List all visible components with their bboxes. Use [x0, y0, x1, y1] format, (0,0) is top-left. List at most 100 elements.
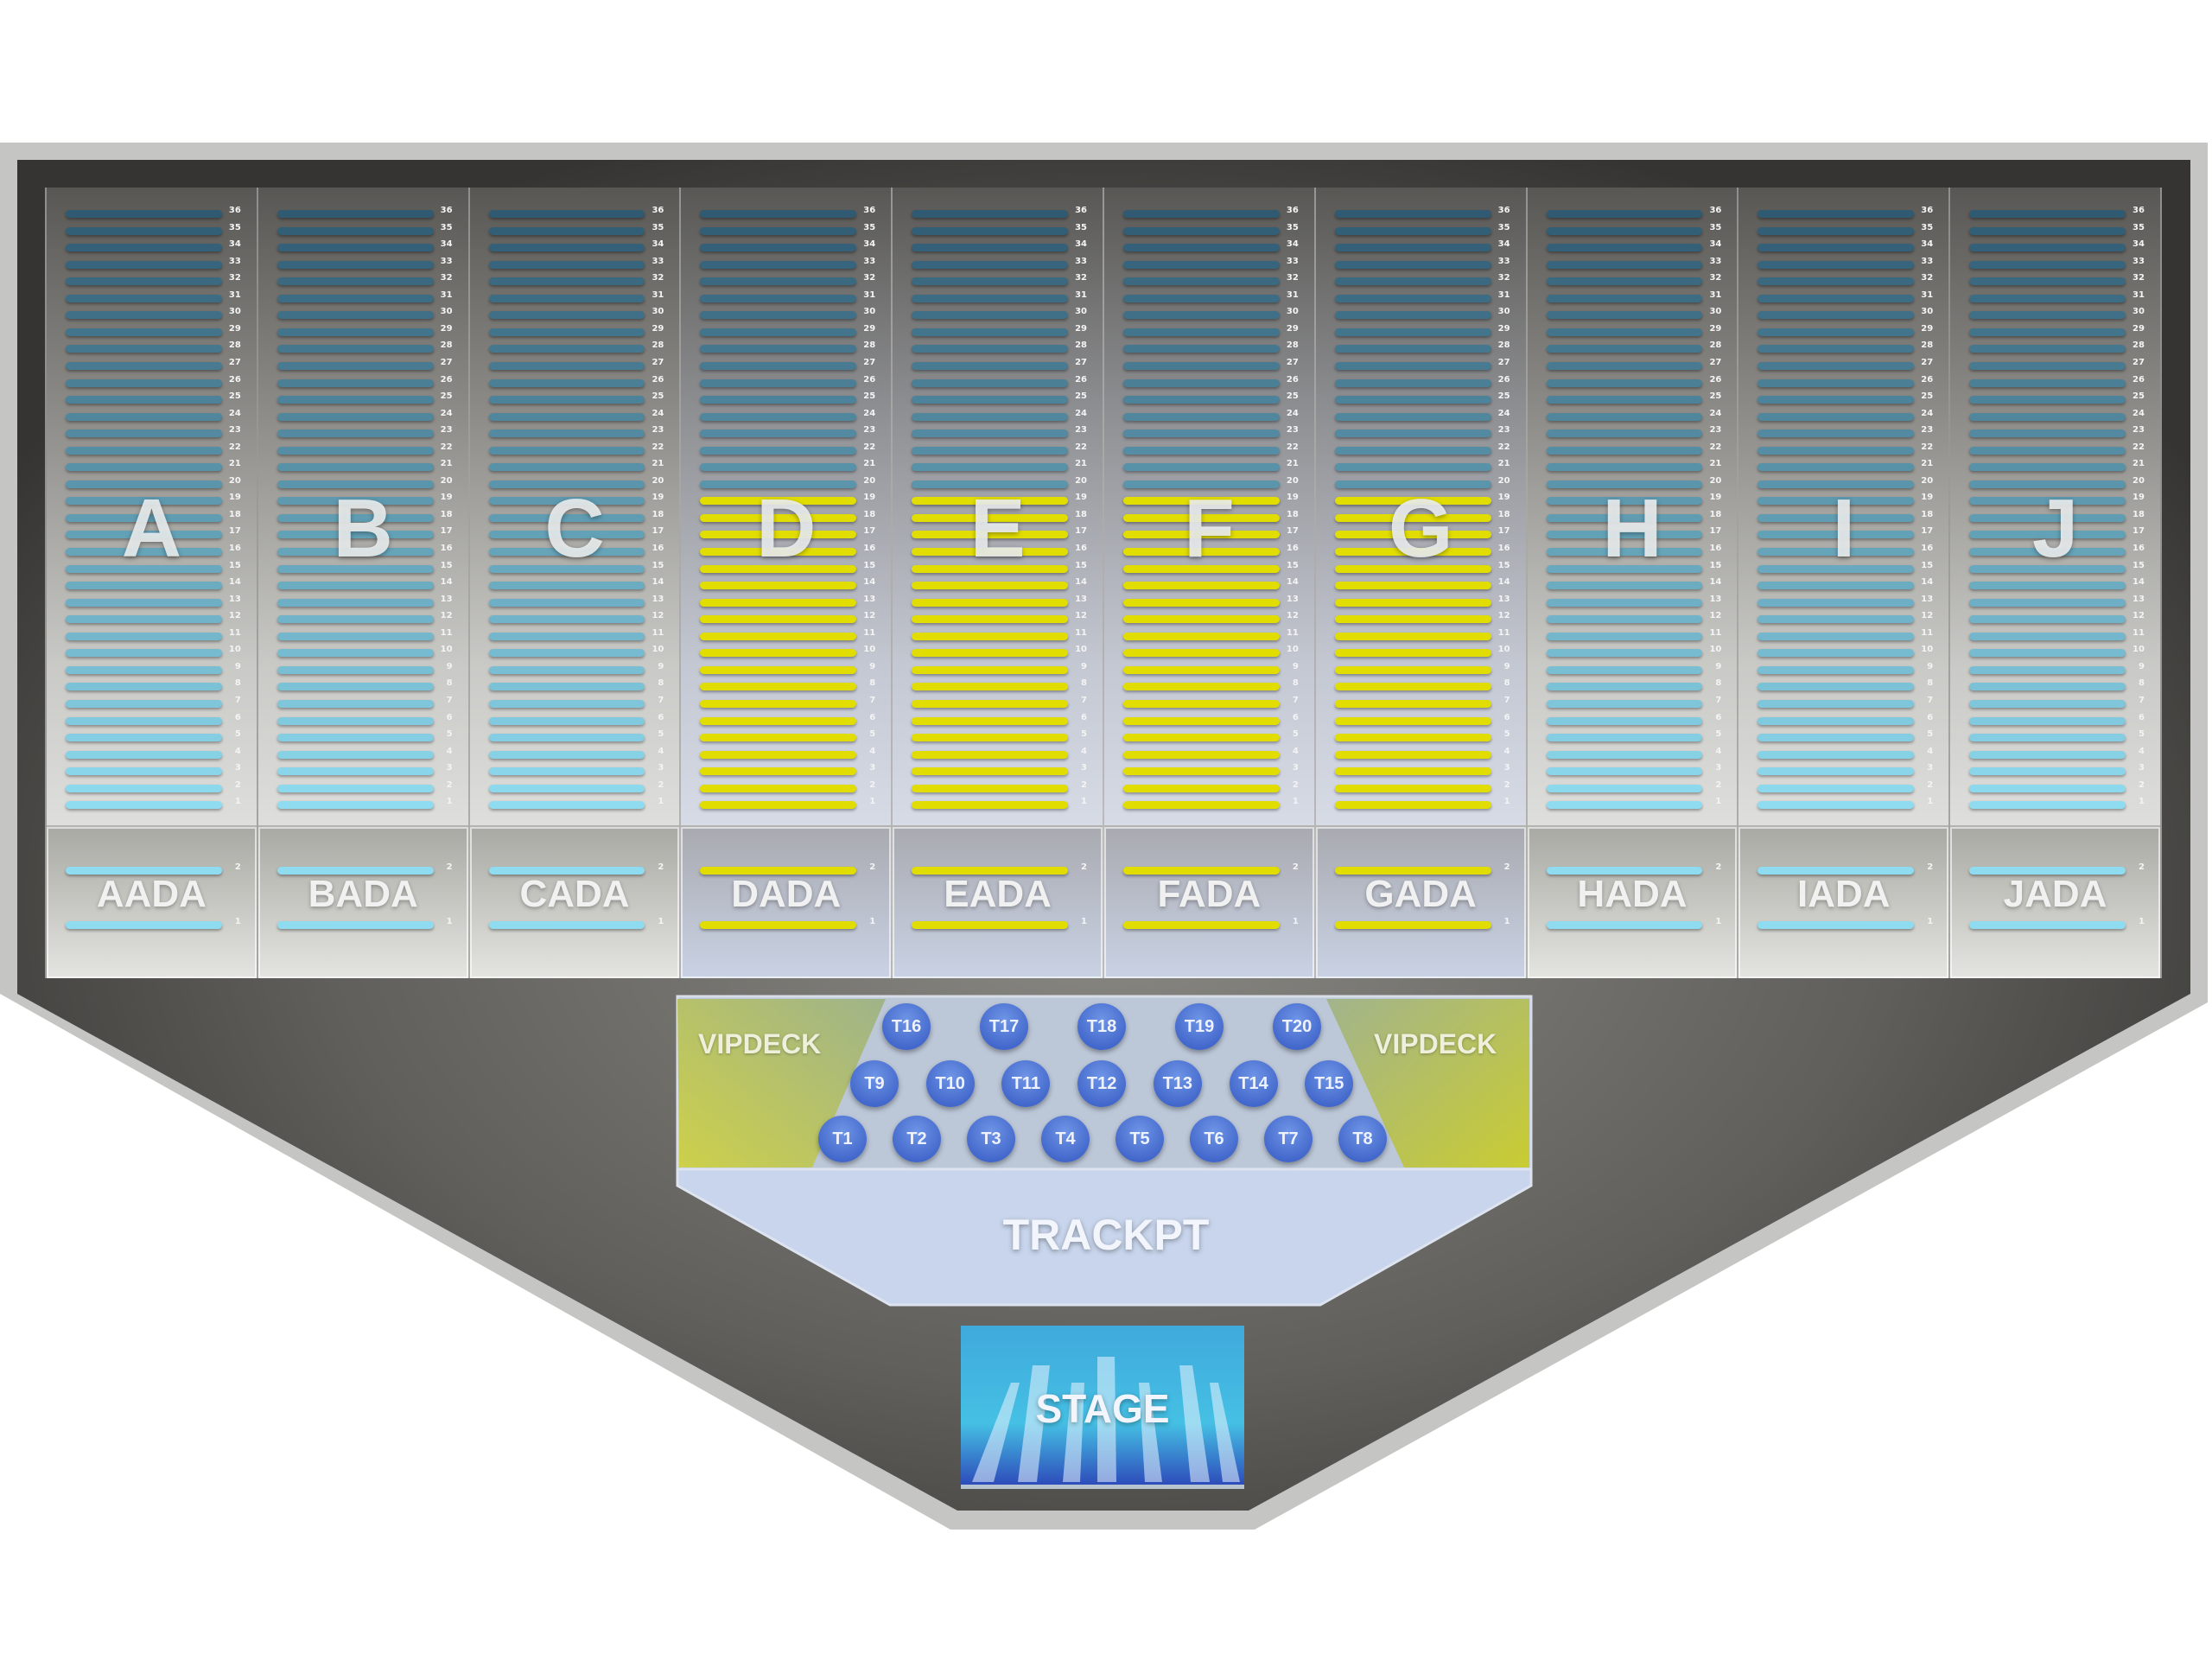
seat-row[interactable]: 23 — [1122, 424, 1299, 442]
seat-row[interactable]: 21 — [912, 458, 1087, 475]
seat-row[interactable]: 1 — [1758, 796, 1933, 813]
row-bar[interactable] — [1758, 801, 1915, 810]
row-bar[interactable] — [488, 513, 645, 522]
seat-row[interactable]: 23 — [1546, 424, 1721, 442]
row-bar[interactable] — [1758, 683, 1915, 691]
seat-row[interactable]: 5 — [1758, 728, 1933, 746]
seat-row[interactable]: 24 — [912, 408, 1087, 425]
row-bar[interactable] — [1334, 683, 1491, 691]
seat-row[interactable]: 27 — [1122, 357, 1299, 374]
row-bar[interactable] — [66, 564, 222, 573]
table-t6[interactable]: T6 — [1190, 1116, 1238, 1162]
table-t3[interactable]: T3 — [967, 1116, 1015, 1162]
row-bar[interactable] — [700, 716, 857, 725]
row-bar[interactable] — [1546, 564, 1703, 573]
row-bar[interactable] — [1758, 446, 1915, 455]
row-bar[interactable] — [1758, 361, 1915, 370]
seat-row[interactable]: 2 — [1969, 779, 2145, 797]
seat-row[interactable]: 9 — [66, 661, 241, 678]
row-bar[interactable] — [66, 260, 222, 269]
row-bar[interactable] — [1334, 513, 1491, 522]
row-bar[interactable] — [276, 582, 434, 590]
seat-row[interactable]: 31 — [66, 289, 241, 307]
row-bar[interactable] — [1334, 345, 1491, 353]
row-bar[interactable] — [276, 480, 434, 488]
row-bar[interactable] — [276, 361, 434, 370]
table-t14[interactable]: T14 — [1229, 1060, 1278, 1107]
row-bar[interactable] — [488, 784, 645, 792]
seat-row[interactable]: 14 — [1334, 576, 1510, 594]
row-bar[interactable] — [66, 513, 222, 522]
row-bar[interactable] — [912, 328, 1068, 336]
seat-row[interactable]: 13 — [1969, 594, 2145, 611]
row-bar[interactable] — [1969, 277, 2126, 286]
ada-row[interactable]: 1 — [1546, 916, 1721, 933]
seat-row[interactable]: 36 — [66, 205, 241, 222]
row-bar[interactable] — [488, 683, 645, 691]
row-bar[interactable] — [1334, 582, 1491, 590]
row-bar[interactable] — [700, 615, 857, 624]
row-bar[interactable] — [1546, 412, 1703, 421]
row-bar[interactable] — [1122, 226, 1280, 235]
seat-row[interactable]: 32 — [1122, 272, 1299, 289]
seat-row[interactable]: 5 — [66, 728, 241, 746]
seat-row[interactable]: 29 — [1546, 323, 1721, 340]
row-bar[interactable] — [66, 210, 222, 218]
seat-row[interactable]: 35 — [1122, 222, 1299, 239]
seat-row[interactable]: 19 — [1334, 492, 1510, 509]
seat-row[interactable]: 34 — [66, 239, 241, 256]
row-bar[interactable] — [1969, 531, 2126, 539]
row-bar[interactable] — [1546, 598, 1703, 607]
row-bar[interactable] — [1122, 784, 1280, 792]
row-bar[interactable] — [700, 396, 857, 404]
seat-row[interactable]: 1 — [912, 796, 1087, 813]
seat-row[interactable]: 18 — [912, 509, 1087, 526]
row-bar[interactable] — [700, 446, 857, 455]
row-bar[interactable] — [1122, 531, 1280, 539]
seat-row[interactable]: 21 — [1969, 458, 2145, 475]
seat-row[interactable]: 33 — [1969, 256, 2145, 273]
seat-row[interactable]: 10 — [1758, 644, 1933, 661]
row-bar[interactable] — [912, 801, 1068, 810]
seat-row[interactable]: 21 — [700, 458, 875, 475]
row-bar[interactable] — [1758, 582, 1915, 590]
row-bar[interactable] — [1122, 497, 1280, 506]
seat-row[interactable]: 18 — [1122, 509, 1299, 526]
row-bar[interactable] — [1969, 294, 2126, 302]
row-bar[interactable] — [66, 277, 222, 286]
seat-row[interactable]: 19 — [66, 492, 241, 509]
row-bar[interactable] — [1969, 564, 2126, 573]
seat-row[interactable]: 24 — [66, 408, 241, 425]
row-bar[interactable] — [1122, 699, 1280, 708]
seat-row[interactable]: 7 — [912, 695, 1087, 712]
row-bar[interactable] — [1122, 683, 1280, 691]
seat-row[interactable]: 11 — [276, 627, 453, 645]
row-bar[interactable] — [1334, 328, 1491, 336]
seat-row[interactable]: 6 — [276, 712, 453, 729]
row-bar[interactable] — [912, 767, 1068, 776]
seat-row[interactable]: 23 — [276, 424, 453, 442]
seat-row[interactable]: 30 — [1122, 306, 1299, 323]
seat-row[interactable]: 6 — [66, 712, 241, 729]
row-bar[interactable] — [276, 716, 434, 725]
ada-row[interactable]: 1 — [66, 916, 241, 933]
row-bar[interactable] — [700, 294, 857, 302]
seat-row[interactable]: 31 — [488, 289, 664, 307]
row-bar[interactable] — [66, 632, 222, 640]
seat-row[interactable]: 26 — [276, 374, 453, 391]
row-bar[interactable] — [488, 446, 645, 455]
table-t5[interactable]: T5 — [1116, 1116, 1164, 1162]
seat-row[interactable]: 29 — [276, 323, 453, 340]
row-bar[interactable] — [276, 412, 434, 421]
table-t16[interactable]: T16 — [882, 1003, 931, 1050]
seat-row[interactable]: 24 — [1546, 408, 1721, 425]
seat-row[interactable]: 26 — [700, 374, 875, 391]
row-bar[interactable] — [700, 429, 857, 438]
seat-row[interactable]: 4 — [912, 746, 1087, 763]
table-t10[interactable]: T10 — [925, 1060, 975, 1107]
seat-row[interactable]: 25 — [700, 391, 875, 408]
row-bar[interactable] — [1969, 548, 2126, 556]
seat-row[interactable]: 30 — [66, 306, 241, 323]
